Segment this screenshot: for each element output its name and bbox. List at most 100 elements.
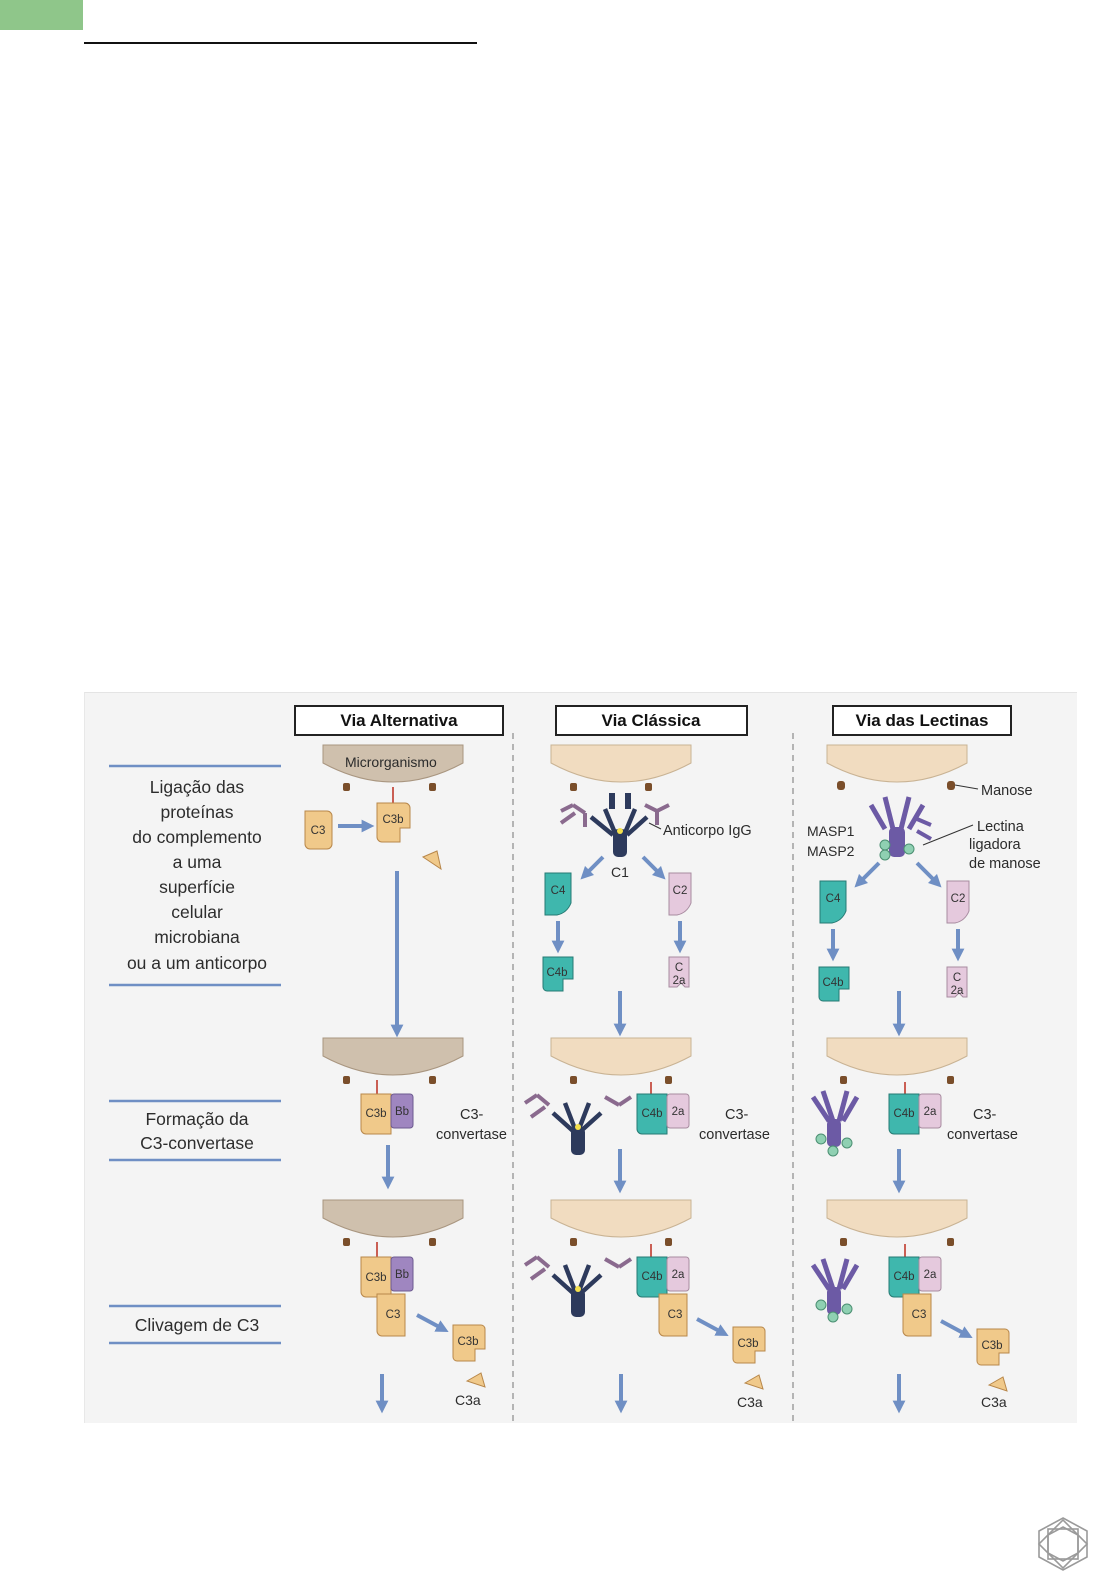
svg-text:microbiana: microbiana bbox=[154, 927, 240, 947]
svg-text:Via Clássica: Via Clássica bbox=[602, 711, 701, 730]
svg-text:C3b: C3b bbox=[365, 1108, 386, 1120]
svg-text:C3: C3 bbox=[311, 825, 326, 837]
anticorpo-igg-label: Anticorpo IgG bbox=[663, 823, 752, 839]
microbe-surface bbox=[322, 1199, 464, 1246]
svg-text:C3b: C3b bbox=[737, 1338, 758, 1350]
svg-text:C4: C4 bbox=[551, 885, 566, 897]
mbl-masp-complex bbox=[810, 1090, 860, 1157]
header-via-classica: Via Clássica bbox=[555, 705, 748, 736]
svg-text:C4b: C4b bbox=[546, 967, 567, 979]
svg-text:Bb: Bb bbox=[395, 1106, 409, 1118]
svg-text:Bb: Bb bbox=[395, 1269, 409, 1281]
manose-label: Manose bbox=[981, 783, 1033, 799]
svg-text:C: C bbox=[675, 962, 683, 974]
c3-convertase-label: C3- bbox=[460, 1107, 484, 1123]
c4-molecule: C4 bbox=[819, 880, 847, 924]
svg-text:C2: C2 bbox=[951, 893, 966, 905]
svg-text:C3: C3 bbox=[912, 1309, 927, 1321]
svg-text:celular: celular bbox=[171, 902, 223, 922]
svg-text:2a: 2a bbox=[672, 1269, 685, 1281]
svg-text:2a: 2a bbox=[924, 1106, 937, 1118]
svg-text:C3b: C3b bbox=[365, 1272, 386, 1284]
svg-text:C3: C3 bbox=[386, 1309, 401, 1321]
c3b-molecule: C3b bbox=[376, 802, 411, 843]
svg-text:C: C bbox=[953, 972, 961, 984]
microbe-surface bbox=[550, 1199, 692, 1246]
svg-text:Ligação das: Ligação das bbox=[150, 777, 245, 797]
c1-antibody-complex bbox=[559, 793, 670, 857]
c4b-2a-convertase: C4b 2a bbox=[636, 1256, 690, 1298]
masp2-label: MASP2 bbox=[807, 843, 855, 859]
c3b-product: C3b bbox=[452, 1324, 486, 1362]
svg-text:C4: C4 bbox=[826, 893, 841, 905]
c2a-molecule: C 2a bbox=[946, 966, 968, 998]
c1-antibody-complex bbox=[523, 1093, 633, 1155]
microbe-surface: Microrganismo bbox=[322, 744, 464, 791]
c3-convertase-label: C3- bbox=[725, 1107, 749, 1123]
c3-molecule: C3 bbox=[304, 810, 333, 850]
svg-text:ou a um anticorpo: ou a um anticorpo bbox=[127, 953, 267, 973]
c4b-2a-convertase: C4b 2a bbox=[636, 1093, 690, 1135]
c3-molecule: C3 bbox=[902, 1293, 932, 1337]
c3b-product: C3b bbox=[732, 1326, 766, 1364]
microbe-surface bbox=[550, 744, 692, 791]
row-label-ligacao: Ligação das proteínas do complemento a u… bbox=[109, 764, 281, 987]
svg-text:C4b: C4b bbox=[822, 977, 843, 989]
svg-text:C3: C3 bbox=[668, 1309, 683, 1321]
c3b-bb-convertase: C3b Bb bbox=[360, 1093, 414, 1135]
svg-text:C4b: C4b bbox=[641, 1271, 662, 1283]
lectina-label: ligadora bbox=[969, 837, 1022, 853]
svg-text:a uma: a uma bbox=[173, 852, 222, 872]
svg-text:2a: 2a bbox=[924, 1269, 937, 1281]
publisher-logo-icon bbox=[1037, 1517, 1089, 1571]
row-label-formacao: Formação da C3-convertase bbox=[109, 1099, 281, 1162]
svg-text:C3b: C3b bbox=[981, 1340, 1002, 1352]
c4b-2a-convertase: C4b 2a bbox=[888, 1093, 942, 1135]
c2-molecule: C2 bbox=[668, 872, 692, 916]
c3a-label: C3a bbox=[455, 1392, 481, 1408]
c3-convertase-label: convertase bbox=[699, 1127, 770, 1143]
lectina-label: Lectina bbox=[977, 819, 1025, 835]
c3-molecule: C3 bbox=[376, 1293, 406, 1337]
svg-text:do complemento: do complemento bbox=[132, 827, 261, 847]
c3a-label: C3a bbox=[737, 1394, 763, 1410]
svg-text:Via das Lectinas: Via das Lectinas bbox=[856, 711, 989, 730]
svg-text:C4b: C4b bbox=[641, 1108, 662, 1120]
c4b-molecule: C4b bbox=[542, 956, 574, 992]
svg-text:superfície: superfície bbox=[159, 877, 235, 897]
svg-text:C4b: C4b bbox=[893, 1271, 914, 1283]
masp1-label: MASP1 bbox=[807, 823, 855, 839]
c3a-fragment bbox=[421, 850, 442, 871]
c3-molecule: C3 bbox=[658, 1293, 688, 1337]
svg-text:C4b: C4b bbox=[893, 1108, 914, 1120]
microbe-surface bbox=[322, 1037, 464, 1084]
c3-convertase-label: convertase bbox=[436, 1127, 507, 1143]
microbe-surface bbox=[826, 744, 968, 790]
c1-label: C1 bbox=[611, 864, 629, 880]
lectina-label: de manose bbox=[969, 856, 1041, 872]
svg-text:C3-convertase: C3-convertase bbox=[140, 1133, 254, 1153]
svg-text:C2: C2 bbox=[673, 885, 688, 897]
row-label-clivagem: Clivagem de C3 bbox=[109, 1304, 281, 1345]
mbl-masp-complex bbox=[810, 1258, 860, 1323]
c2-molecule: C2 bbox=[946, 880, 970, 924]
svg-text:proteínas: proteínas bbox=[161, 802, 234, 822]
complement-pathways-figure: Via Alternativa Via Clássica Via das Lec… bbox=[84, 692, 1077, 1423]
microbe-surface bbox=[826, 1037, 968, 1084]
svg-text:Clivagem de C3: Clivagem de C3 bbox=[135, 1315, 260, 1335]
header-rule bbox=[84, 42, 477, 44]
svg-text:Via Alternativa: Via Alternativa bbox=[340, 711, 458, 730]
svg-text:C3b: C3b bbox=[382, 814, 403, 826]
c1-antibody-complex bbox=[523, 1255, 633, 1317]
microbe-surface bbox=[550, 1037, 692, 1084]
c3-convertase-label: C3- bbox=[973, 1107, 997, 1123]
page-corner-tab bbox=[0, 0, 83, 30]
c3a-label: C3a bbox=[981, 1394, 1007, 1410]
c3a-fragment bbox=[465, 1372, 486, 1388]
svg-text:Formação da: Formação da bbox=[145, 1109, 248, 1129]
svg-text:Microrganismo: Microrganismo bbox=[345, 754, 437, 770]
header-via-das-lectinas: Via das Lectinas bbox=[832, 705, 1012, 736]
c4b-2a-convertase: C4b 2a bbox=[888, 1256, 942, 1298]
c4b-molecule: C4b bbox=[818, 966, 850, 1002]
header-via-alternativa: Via Alternativa bbox=[294, 705, 504, 736]
